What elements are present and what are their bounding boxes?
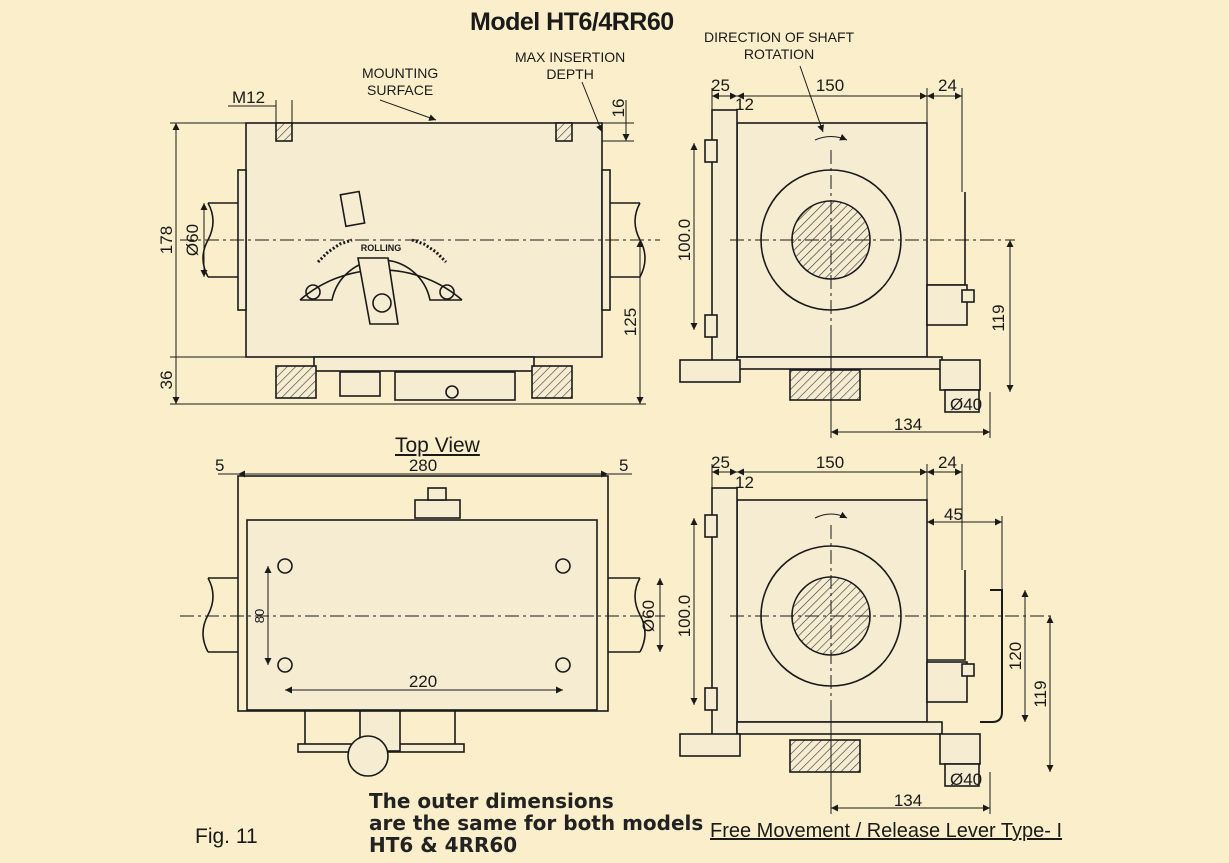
- dim-lever-bolt-spacing: 100.0: [675, 595, 694, 638]
- front-view: [170, 81, 660, 405]
- dim-lever-axis-height: 119: [1031, 680, 1050, 707]
- mounting-surface-line2: SURFACE: [367, 82, 434, 98]
- dim-lever-plate: 12: [735, 473, 754, 492]
- shaft-rotation-line1: DIRECTION OF SHAFT: [704, 29, 855, 45]
- dim-thread: M12: [232, 88, 265, 107]
- shaft-rotation-label: DIRECTION OF SHAFT ROTATION: [704, 29, 854, 63]
- max-insertion-line2: DEPTH: [546, 66, 594, 82]
- mounting-surface-line1: MOUNTING: [362, 65, 439, 81]
- dim-lever-foot-span: 134: [894, 791, 922, 810]
- brand-label: ROLLING: [361, 243, 402, 253]
- dim-side-axis-height: 119: [989, 304, 1008, 331]
- side-view: [679, 65, 1015, 438]
- dim-front-height: 178: [157, 226, 176, 254]
- dim-lever-height: 120: [1006, 642, 1025, 670]
- dim-side-right-flange: 24: [938, 76, 957, 95]
- top-view: [180, 470, 665, 777]
- dimensions-note: The outer dimensions are the same for bo…: [369, 790, 703, 856]
- dim-side-plate: 12: [735, 95, 754, 114]
- dim-lever-offset: 45: [944, 505, 963, 524]
- dim-side-body-width: 150: [816, 76, 844, 95]
- dim-base-height: 36: [157, 371, 176, 390]
- dim-top-right-margin: 5: [619, 456, 628, 475]
- dim-top-hole-spacing-y: 80: [252, 609, 267, 623]
- dim-side-foot-span: 134: [894, 415, 922, 434]
- dim-top-shaft-dia: Ø60: [639, 600, 658, 632]
- dim-lever-right-flange: 24: [938, 453, 957, 472]
- dim-lever-foot-dia: Ø40: [950, 770, 982, 789]
- max-insertion-label: MAX INSERTION DEPTH: [515, 49, 625, 83]
- dim-side-bolt-spacing: 100.0: [675, 219, 694, 262]
- lever-view: [679, 464, 1055, 814]
- dim-front-shaft-dia: Ø60: [183, 224, 202, 256]
- dim-lever-left-flange: 25: [711, 453, 730, 472]
- dim-insertion: 16: [609, 99, 628, 118]
- top-view-caption: Top View: [395, 434, 480, 457]
- figure-label: Fig. 11: [195, 825, 258, 848]
- page-title: Model HT6/4RR60: [470, 8, 674, 36]
- dim-axis-height: 125: [621, 308, 640, 336]
- lever-caption: Free Movement / Release Lever Type- I: [710, 820, 1063, 842]
- mounting-surface-label: MOUNTING SURFACE: [362, 65, 438, 99]
- note-line-3: HT6 & 4RR60: [369, 833, 518, 857]
- dim-side-left-flange: 25: [711, 76, 730, 95]
- max-insertion-line1: MAX INSERTION: [515, 49, 626, 65]
- note-line-1: The outer dimensions: [369, 789, 614, 813]
- dim-lever-body-width: 150: [816, 453, 844, 472]
- dim-top-overall-length: 280: [409, 456, 437, 475]
- dim-side-foot-dia: Ø40: [950, 395, 982, 414]
- dim-top-left-margin: 5: [215, 456, 224, 475]
- note-line-2: are the same for both models: [369, 811, 704, 835]
- dim-top-hole-spacing-x: 220: [409, 672, 437, 691]
- shaft-rotation-line2: ROTATION: [743, 46, 815, 62]
